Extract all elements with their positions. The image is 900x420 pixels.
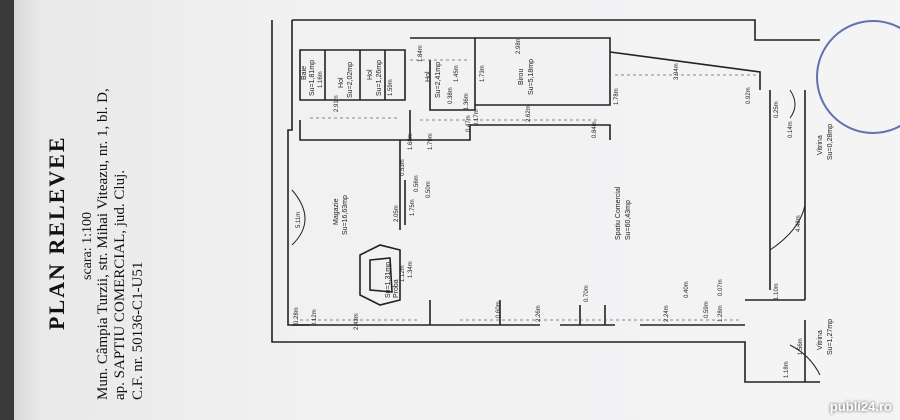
room-birou-area: Su=5,18mp	[528, 59, 535, 95]
dim-label: 0.28m	[294, 307, 300, 324]
dim-label: 1.73m	[480, 65, 486, 82]
dim-label: 0.50m	[426, 181, 432, 198]
room-labels: Magazie Su=16,63mp Spatiu Comercial Su=6…	[301, 59, 834, 355]
dim-label: 2.26m	[536, 305, 542, 322]
room-hol2-area: Su=1,26mp	[376, 60, 383, 96]
dim-label: 0.14m	[788, 121, 794, 138]
dim-label: 1.18m	[784, 361, 790, 378]
dim-label: 2.91m	[334, 95, 340, 112]
dim-label: 0.47m	[466, 115, 472, 132]
dim-label: 0.12m	[312, 309, 318, 326]
room-hol1-name: Hol	[338, 77, 345, 88]
room-spatiu-name: Spatiu Comercial	[615, 186, 622, 240]
dim-label: 0.92m	[746, 87, 752, 104]
dim-label: 0.38m	[448, 87, 454, 104]
room-proba-name: Proba	[393, 279, 400, 298]
dim-label: 1.75m	[410, 199, 416, 216]
dim-label: 1.79m	[428, 133, 434, 150]
dimension-lines	[300, 59, 760, 321]
dim-label: 1.56m	[798, 338, 804, 355]
room-proba-area: Su=1,31mp	[385, 262, 392, 298]
dim-label: 3.94m	[674, 63, 680, 80]
dim-label: 1.16m	[318, 71, 324, 88]
dim-label: 1.12m	[400, 265, 406, 282]
dim-label: 2.05m	[394, 205, 400, 222]
dim-label: 0.70m	[584, 285, 590, 302]
wall-outlines	[271, 19, 820, 383]
scan-dark-edge	[0, 0, 14, 420]
dim-label: 0.84m	[592, 121, 598, 138]
door-swings	[291, 89, 821, 376]
dim-label: 0.07m	[718, 279, 724, 296]
room-baie-name: Baie	[301, 66, 308, 80]
room-magazie-area: Su=16,63mp	[342, 195, 349, 235]
dim-label: 1.78m	[614, 88, 620, 105]
room-birou-name: Birou	[518, 69, 525, 85]
dim-label: 0.25m	[774, 101, 780, 118]
dim-label: 0.53m	[400, 159, 406, 176]
dim-label: 1.10m	[774, 283, 780, 300]
dim-label: 2.43m	[354, 313, 360, 330]
room-vitrina1-area: Su=0,28mp	[827, 124, 834, 160]
room-baie-area: Su=1,81mp	[309, 60, 316, 96]
room-hol1-area: Su=2,02mp	[347, 62, 354, 98]
dimension-labels: 5.11m 2.91m 1.68m 1.79m 2.62m 2.98m 1.84…	[294, 37, 804, 378]
dim-label: 0.59m	[704, 301, 710, 318]
dim-label: 1.59m	[388, 79, 394, 96]
room-vitrina2-area: Su=1,27mp	[827, 319, 834, 355]
room-vitrina1-name: Vitrina	[817, 135, 824, 155]
room-hol3-name: Hol	[425, 71, 432, 82]
room-hol2-name: Hol	[367, 69, 374, 80]
dim-label: 0.60m	[496, 301, 502, 318]
dim-label: 1.68m	[408, 133, 414, 150]
dim-label: 0.56m	[414, 175, 420, 192]
dim-label: 2.62m	[526, 105, 532, 122]
room-spatiu-area: Su=60,43mp	[625, 200, 632, 240]
dim-label: 0.40m	[684, 281, 690, 298]
dim-label: 5.11m	[296, 212, 302, 228]
site-watermark: publi24.ro	[829, 399, 892, 414]
dim-label: 1.45m	[454, 65, 460, 82]
dim-label: 2.24m	[664, 305, 670, 322]
dim-label: 1.28m	[718, 305, 724, 322]
dim-label: 1.84m	[418, 45, 424, 62]
dim-label: 1.36m	[464, 93, 470, 110]
room-vitrina2-name: Vitrina	[817, 330, 824, 350]
dim-label: 1.34m	[408, 261, 414, 278]
dim-label: 2.98m	[516, 37, 522, 54]
room-magazie-name: Magazie	[333, 198, 340, 225]
dim-label: 0.17m	[474, 109, 480, 126]
dim-label: 4.48m	[796, 215, 802, 232]
room-hol3-area: Su=2,41mp	[435, 62, 442, 98]
